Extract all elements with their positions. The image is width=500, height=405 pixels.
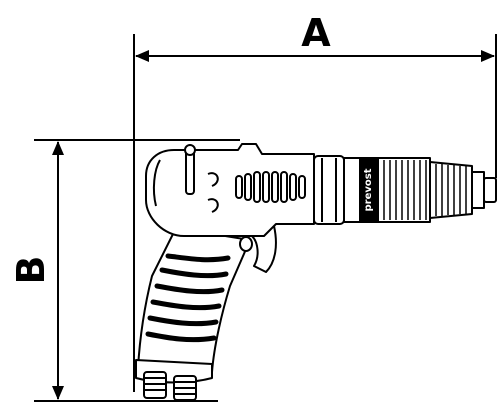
dimension-a: A xyxy=(133,11,497,392)
dimension-b: B xyxy=(9,139,240,402)
brand-band xyxy=(359,157,377,223)
front-collar xyxy=(313,155,345,225)
nose-ribs xyxy=(435,164,467,216)
reverse-button xyxy=(185,149,195,195)
rotation-arrow-ccw-icon xyxy=(207,198,219,213)
rotation-arrow-cw-icon xyxy=(207,172,219,187)
air-vents xyxy=(235,171,306,203)
air-inlet-fitting xyxy=(143,371,197,401)
grip-ribs xyxy=(145,253,231,343)
trigger xyxy=(251,225,277,273)
grip-hole xyxy=(239,236,253,252)
screwdriver-tool: prevost xyxy=(135,143,497,401)
motor-housing xyxy=(145,143,315,237)
dimension-label-b: B xyxy=(9,256,53,285)
brand-logo-text: prevost xyxy=(363,168,374,211)
dimension-label-a: A xyxy=(301,11,331,55)
clutch-sleeve xyxy=(377,157,431,223)
clutch-sleeve-ribs xyxy=(383,160,427,220)
nose-section xyxy=(429,161,473,219)
reverse-button-pin xyxy=(184,144,196,156)
bit-tip xyxy=(483,177,497,203)
bit-holder xyxy=(471,171,485,209)
rear-cap xyxy=(152,159,161,207)
